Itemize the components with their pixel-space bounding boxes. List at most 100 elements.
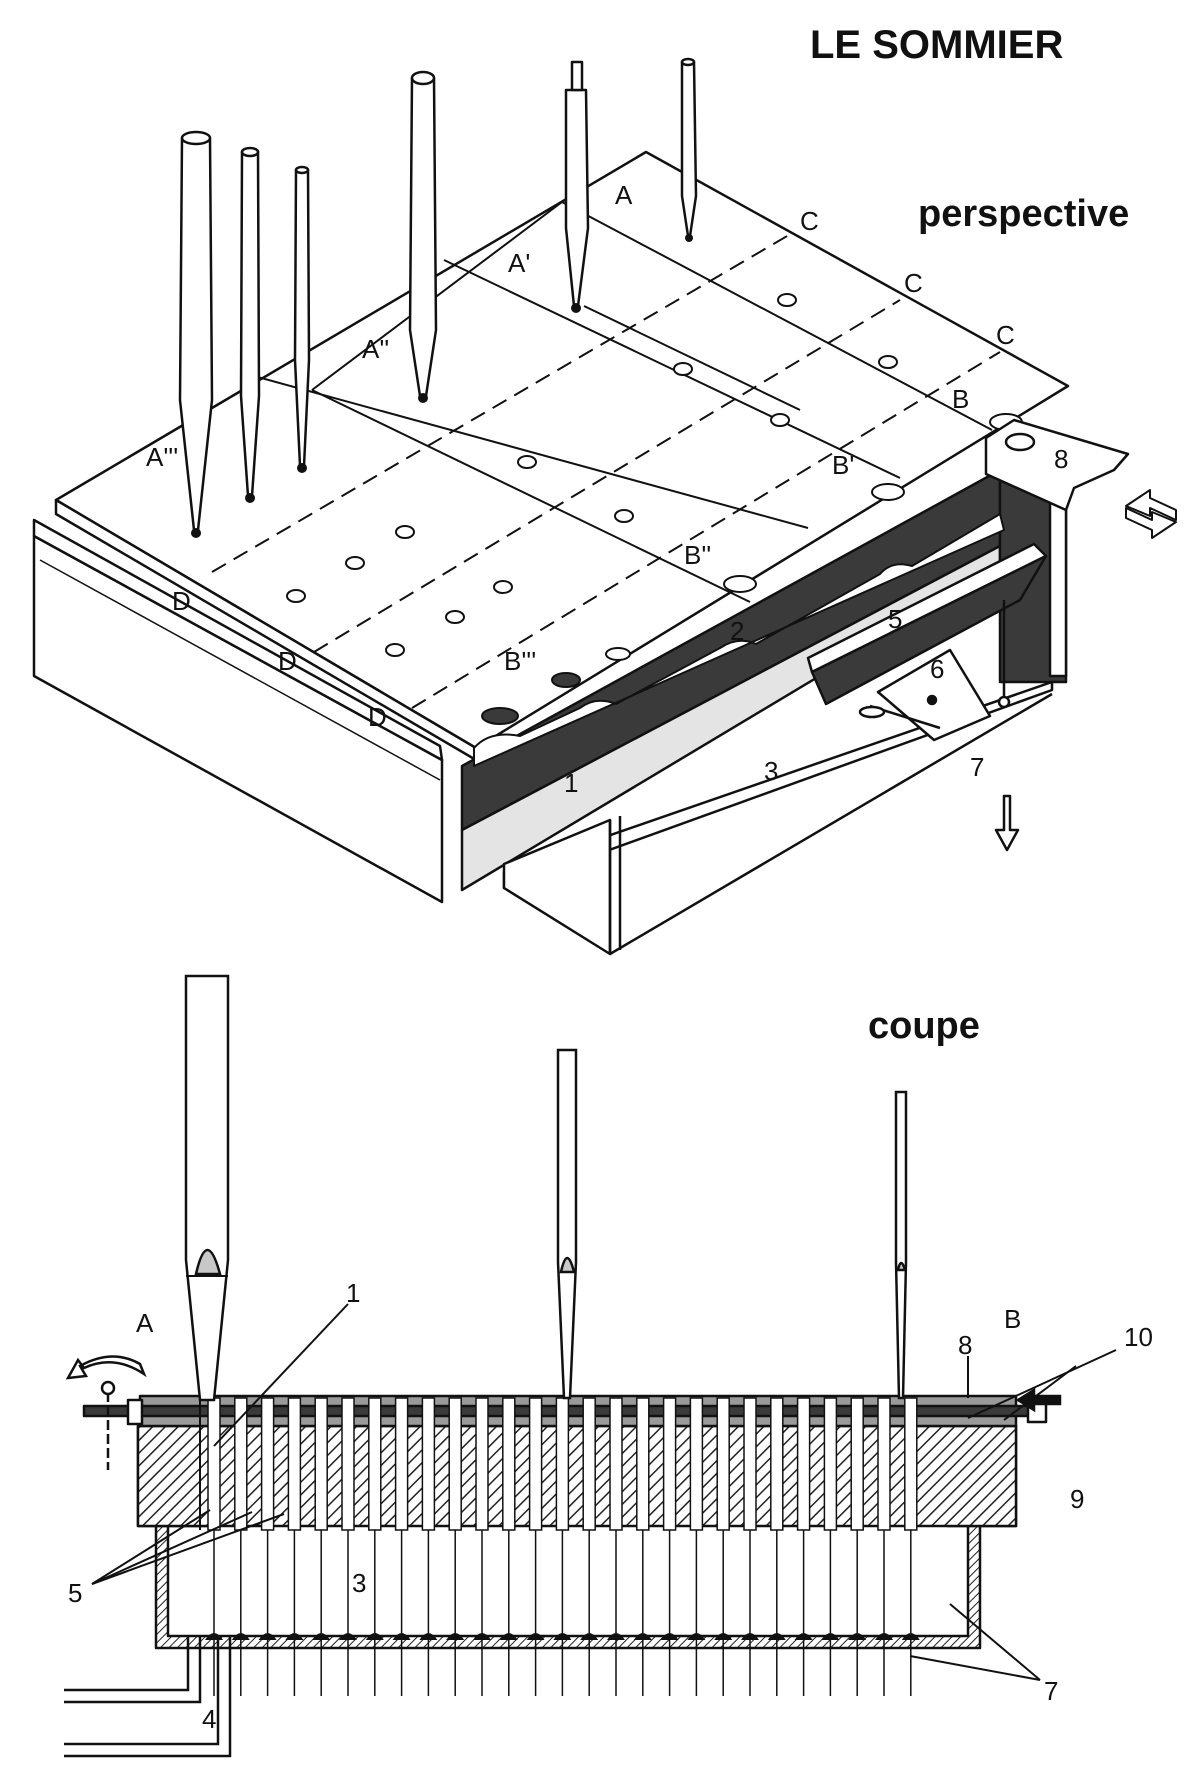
valve-cone — [580, 1633, 599, 1640]
groove-channel — [394, 1397, 409, 1531]
windchest-ledge — [32, 518, 444, 762]
pipe-feet — [191, 234, 693, 538]
valve-cone — [392, 1633, 411, 1640]
valve-cone — [231, 1633, 250, 1640]
groove-channel — [877, 1397, 891, 1531]
valve-cone — [767, 1633, 786, 1640]
valve-cone — [419, 1633, 438, 1640]
label-C-2: C — [904, 268, 923, 298]
groove-channel — [689, 1397, 704, 1531]
label-D-1: D — [172, 586, 191, 616]
valve-cone — [526, 1633, 545, 1640]
valve-cone — [553, 1633, 572, 1640]
valve-cone — [660, 1633, 679, 1640]
valve-cone — [285, 1633, 304, 1640]
label-7: 7 — [970, 752, 984, 782]
pipe-holes — [286, 293, 898, 657]
slider-ends — [473, 413, 1023, 767]
valve-cone — [473, 1633, 491, 1640]
groove-channel — [770, 1397, 784, 1531]
valve-cone — [446, 1633, 465, 1640]
perspective-labels: A A' A'' A''' C C C B B' B'' B''' D D D … — [146, 180, 1068, 798]
section-labels: A B 1 3 4 5 7 8 9 10 — [68, 1278, 1153, 1734]
section-label-5: 5 — [68, 1578, 82, 1608]
valve-cone — [901, 1633, 920, 1640]
groove-channel — [716, 1397, 730, 1531]
groove-channel — [448, 1397, 462, 1531]
pipe-a — [680, 60, 698, 238]
wind-trunk — [64, 1636, 232, 1758]
pipe-a3-medium — [239, 150, 261, 498]
label-C-1: C — [800, 206, 819, 236]
groove-channel — [341, 1397, 355, 1531]
groove-channel — [528, 1397, 543, 1531]
pipe-a2 — [408, 76, 438, 398]
pull-down-arrow — [994, 794, 1020, 852]
perspective-heading: perspective — [918, 193, 1129, 235]
label-3: 3 — [764, 756, 778, 786]
groove-channel — [314, 1397, 328, 1531]
valve-cone — [875, 1633, 893, 1640]
label-A-triple-prime: A''' — [146, 442, 178, 472]
valve-cone — [499, 1633, 518, 1640]
pallet-underside — [810, 554, 1048, 706]
key-dividers — [311, 305, 801, 603]
groove-channel — [796, 1397, 811, 1531]
section-label-4: 4 — [202, 1704, 216, 1734]
diagram-title: LE SOMMIER — [810, 23, 1063, 67]
perspective-view — [32, 57, 1177, 956]
section-label-B: B — [1004, 1304, 1021, 1334]
valve-cone — [794, 1633, 813, 1640]
label-6: 6 — [930, 654, 944, 684]
label-B: B — [952, 384, 969, 414]
valve-cone — [365, 1633, 384, 1640]
valve-cone — [258, 1633, 277, 1640]
label-D-2: D — [278, 646, 297, 676]
groove-channels — [205, 1397, 920, 1696]
label-D-3: D — [368, 702, 387, 732]
groove-channel — [743, 1397, 757, 1531]
section-heading: coupe — [868, 1005, 980, 1047]
label-B-triple-prime: B''' — [504, 646, 536, 676]
section-label-1: 1 — [346, 1278, 360, 1308]
section-pipe-small — [894, 1090, 908, 1400]
groove-channel — [260, 1397, 275, 1531]
pipe-a3-small — [293, 168, 311, 468]
valve-cone — [848, 1633, 867, 1640]
groove-channel — [636, 1397, 650, 1531]
leader-lines — [91, 1303, 1117, 1681]
section-label-9: 9 — [1070, 1484, 1084, 1514]
label-1: 1 — [564, 768, 578, 798]
groove-channel — [582, 1397, 596, 1531]
label-2: 2 — [730, 616, 744, 646]
label-A: A — [615, 180, 633, 210]
valve-cone — [821, 1633, 840, 1640]
groove-channel — [555, 1397, 570, 1531]
groove-channel — [904, 1397, 918, 1531]
label-C-3: C — [996, 320, 1015, 350]
label-A-prime: A' — [508, 248, 530, 278]
valve-cone — [339, 1633, 357, 1640]
groove-channel — [287, 1397, 302, 1531]
section-label-10: 10 — [1124, 1322, 1153, 1352]
label-8: 8 — [1054, 444, 1068, 474]
section-label-7: 7 — [1044, 1676, 1058, 1706]
label-B-prime: B' — [832, 450, 854, 480]
wind-box-interior — [166, 1522, 970, 1638]
slider-lines — [253, 201, 993, 529]
groove-channel — [850, 1397, 864, 1531]
slider-pull-arrow — [65, 1355, 147, 1380]
slider-double-arrow — [1125, 489, 1177, 539]
groove-channel — [823, 1397, 838, 1531]
section-label-3: 3 — [352, 1568, 366, 1598]
groove-channel — [609, 1397, 623, 1531]
valve-cone — [312, 1633, 331, 1640]
slider-push-arrow — [1015, 1387, 1062, 1413]
valve-cone — [741, 1633, 759, 1640]
groove-channel — [368, 1397, 382, 1531]
groove-dashes — [211, 231, 1001, 709]
groove-channel — [421, 1397, 436, 1531]
section-pipe-large — [184, 974, 230, 1402]
